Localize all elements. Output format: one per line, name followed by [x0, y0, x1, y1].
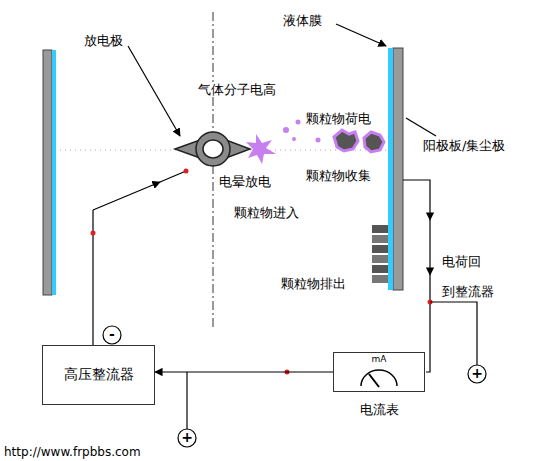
particle-layer: [372, 265, 388, 273]
wire: [430, 302, 477, 365]
callout-label: 颗粒物排出: [280, 276, 347, 291]
junction-dot: [184, 169, 189, 174]
particle-stack: [372, 225, 388, 283]
terminal: [178, 429, 196, 447]
wire-connector: [155, 371, 333, 372]
box-heading: 电流表: [324, 401, 434, 419]
box-title: 高压整流器: [64, 366, 134, 384]
meter-needle: [369, 374, 379, 387]
callout-label: 气体分子电高: [197, 82, 277, 97]
wire: [93, 182, 160, 210]
charged-particle: [334, 130, 358, 151]
ion: [316, 138, 321, 143]
callout-label: 颗粒物进入: [233, 205, 300, 220]
particle-layer: [372, 245, 388, 253]
ion: [292, 137, 296, 141]
callout-label: 电晕放电: [218, 174, 272, 189]
leader-line: [336, 24, 386, 46]
wire: [186, 372, 187, 429]
charged-particle: [364, 132, 384, 152]
liquid-film: [388, 48, 393, 290]
polarity-sign: +: [181, 430, 193, 444]
meter-dial: [361, 370, 397, 386]
callout-label: 到整流器: [441, 284, 495, 299]
callout-label: 颗粒物荷电: [305, 111, 372, 126]
wire: [403, 180, 430, 220]
rectifier-box: 高压整流器: [42, 345, 155, 405]
discharge-electrode: [175, 140, 250, 158]
ion: [296, 120, 301, 125]
wire: [92, 210, 93, 345]
polarity-sign: -: [109, 327, 115, 341]
liquid-film: [52, 50, 56, 295]
wire: [429, 220, 430, 275]
leader-line: [406, 118, 436, 136]
corona-spark: [246, 134, 276, 164]
terminal: [103, 326, 121, 344]
particle-layer: [372, 255, 388, 263]
wire: [160, 171, 186, 182]
callout-label: 电荷回: [441, 254, 482, 269]
callout-label: 放电极: [83, 33, 124, 48]
plate: [43, 50, 52, 295]
leader-line: [128, 46, 180, 136]
callout-label: 颗粒物收集: [305, 168, 372, 183]
callout-label: 液体膜: [282, 13, 323, 28]
particle-layer: [372, 235, 388, 243]
callout-label: 阳极板/集尘极: [422, 138, 506, 153]
particle-layer: [372, 275, 388, 283]
unit-label: mA: [334, 354, 424, 364]
center-line: [213, 12, 214, 330]
discharge-electrode: [196, 132, 230, 166]
junction-dot: [91, 231, 96, 236]
wire: [426, 275, 430, 372]
polarity-sign: +: [471, 366, 483, 380]
particle-layer: [372, 225, 388, 233]
collector-plate: [393, 48, 403, 290]
ammeter-box: mA电流表: [333, 352, 425, 392]
ion: [283, 127, 289, 133]
terminal: [468, 365, 486, 383]
watermark: http://www.frpbbs.com: [4, 445, 141, 459]
electrode-core: [203, 140, 223, 158]
